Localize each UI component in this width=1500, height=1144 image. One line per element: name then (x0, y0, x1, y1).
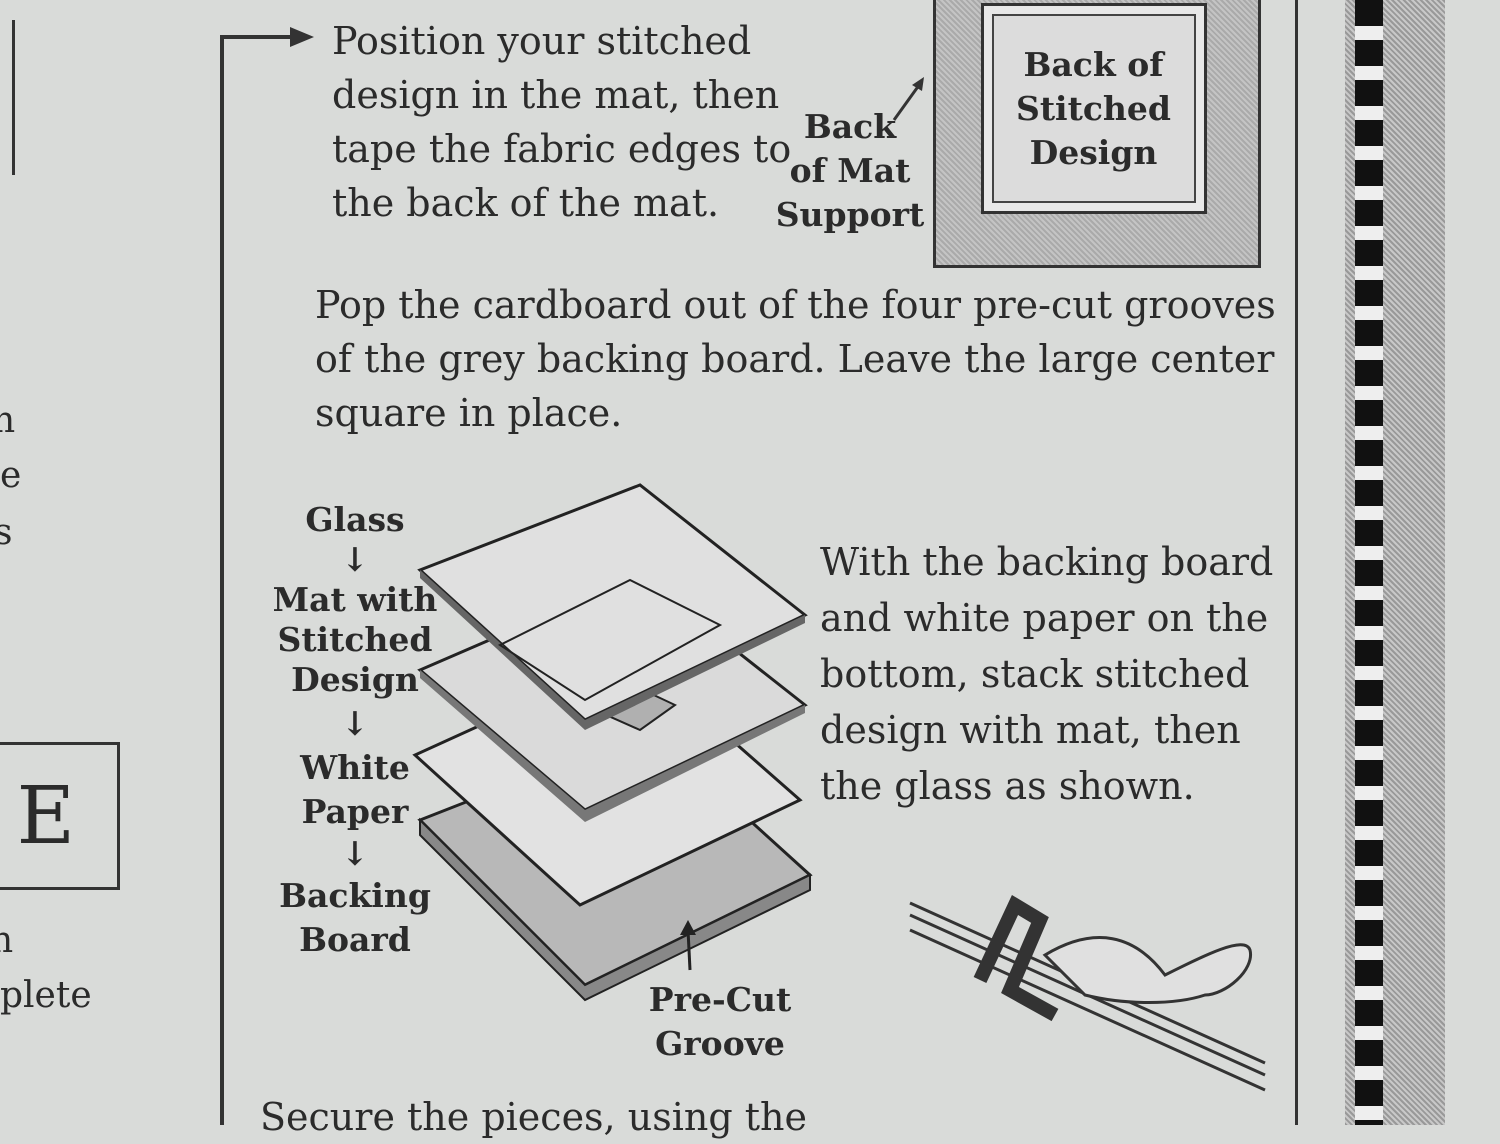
left-column-border (0, 20, 15, 175)
down-arrow-icon: ↓ (341, 834, 369, 873)
left-fragment: plete (0, 975, 92, 1016)
exploded-stack-diagram (412, 483, 813, 1002)
section-letter: E (16, 769, 75, 862)
step-secure-text: Secure the pieces, using the (260, 1095, 807, 1139)
section-letter-box: E (0, 742, 120, 890)
left-fragment: n (0, 920, 14, 961)
flow-arrow-icon (220, 27, 314, 1125)
left-fragment: s (0, 512, 13, 553)
left-fragment: n (0, 400, 16, 441)
checkered-border (1345, 0, 1445, 1125)
right-page-border (1295, 0, 1298, 1125)
left-fragment: e (0, 455, 22, 496)
clip-hand-illustration (909, 895, 1266, 1092)
pointer-arrow-icon (892, 77, 924, 121)
step-pop-text: Pop the cardboard out of the four pre-cu… (315, 283, 1276, 435)
down-arrow-icon: ↓ (341, 704, 369, 743)
down-arrow-icon: ↓ (341, 540, 369, 579)
